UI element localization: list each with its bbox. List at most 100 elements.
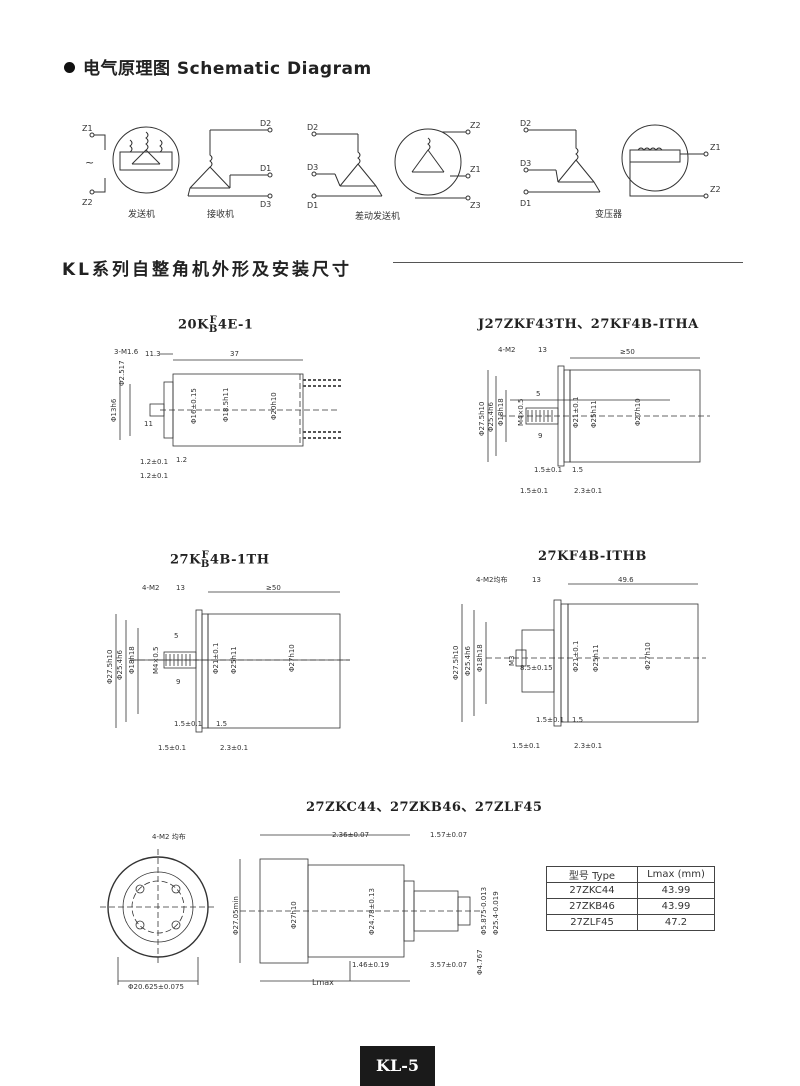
- schematic-caption: 变压器: [595, 208, 622, 220]
- svg-text:Φ27.05min: Φ27.05min: [232, 896, 240, 935]
- svg-text:D3: D3: [260, 200, 271, 209]
- svg-text:Φ25h11: Φ25h11: [590, 400, 598, 428]
- svg-text:Φ25.4h6: Φ25.4h6: [487, 401, 495, 432]
- svg-text:2.3±0.1: 2.3±0.1: [574, 487, 602, 495]
- svg-text:≥50: ≥50: [620, 348, 635, 356]
- schematic-section-title: 电气原理图 Schematic Diagram: [64, 54, 372, 79]
- svg-text:9: 9: [538, 432, 542, 440]
- svg-text:Φ18h18: Φ18h18: [476, 644, 484, 672]
- svg-text:2.3±0.1: 2.3±0.1: [574, 742, 602, 750]
- svg-text:Φ27.5h10: Φ27.5h10: [106, 650, 114, 684]
- drawing-2: 4-M2 13 ≥50 5 9 Φ27.5h10 Φ25.4h6 Φ18h18 …: [478, 346, 710, 495]
- svg-text:M3: M3: [508, 656, 516, 667]
- svg-text:9: 9: [176, 678, 180, 686]
- svg-text:Φ20h10: Φ20h10: [270, 392, 278, 420]
- svg-text:Z1: Z1: [710, 143, 721, 152]
- svg-text:1.46±0.19: 1.46±0.19: [352, 961, 389, 969]
- svg-text:11.3: 11.3: [145, 350, 161, 358]
- svg-text:Φ13h6: Φ13h6: [110, 398, 118, 422]
- svg-text:4-M2: 4-M2: [142, 584, 159, 592]
- svg-text:Φ24.78±0.13: Φ24.78±0.13: [368, 888, 376, 935]
- svg-text:1.5±0.1: 1.5±0.1: [174, 720, 202, 728]
- svg-text:Φ18h18: Φ18h18: [497, 398, 505, 426]
- svg-text:Φ18.5h11: Φ18.5h11: [222, 388, 230, 422]
- svg-text:1.5±0.1: 1.5±0.1: [534, 466, 562, 474]
- svg-text:D2: D2: [520, 119, 531, 128]
- svg-text:Φ25.4h6: Φ25.4h6: [116, 649, 124, 680]
- svg-text:D1: D1: [260, 164, 271, 173]
- table-row: 27ZKB46 43.99: [546, 898, 715, 915]
- svg-text:1.2±0.1: 1.2±0.1: [140, 458, 168, 466]
- svg-text:Φ27h10: Φ27h10: [288, 644, 296, 672]
- svg-text:Φ27.5h10: Φ27.5h10: [452, 646, 460, 680]
- drawing-4: 4-M2均布 13 49.6 Φ27.5h10 Φ25.4h6 Φ18h18 M…: [452, 575, 706, 750]
- drawing-1: 3-M1.6 11.3 37 Φ2.517 Φ13h6 Φ16±0.15 Φ18…: [110, 348, 343, 480]
- svg-text:Φ27h10: Φ27h10: [634, 398, 642, 426]
- transmitter-schematic: Z1 Z2 ~: [82, 124, 180, 207]
- schematic-diagrams: Z1 Z2 ~ D2 D1 D3 D2 D3 D1 Z2 Z1 Z3 D2 D3: [82, 119, 721, 222]
- terminal-label: Z1: [82, 124, 93, 133]
- svg-text:1.5: 1.5: [572, 716, 583, 724]
- terminal-label: Z2: [82, 198, 93, 207]
- ac-symbol: ~: [85, 156, 94, 169]
- svg-text:1.5±0.1: 1.5±0.1: [158, 744, 186, 752]
- lmax-table: 型号 Type Lmax (mm) 27ZKC44 43.99 27ZKB46 …: [546, 866, 715, 931]
- svg-text:Φ21±0.1: Φ21±0.1: [212, 643, 220, 674]
- svg-text:Φ25.4-0.019: Φ25.4-0.019: [492, 891, 500, 935]
- svg-text:Z2: Z2: [710, 185, 721, 194]
- svg-text:Φ21±0.1: Φ21±0.1: [572, 397, 580, 428]
- svg-text:3-M1.6: 3-M1.6: [114, 348, 139, 356]
- drawing-5-title: 27ZKC44、27ZKB46、27ZLF45: [306, 800, 543, 815]
- svg-text:1.5±0.1: 1.5±0.1: [520, 487, 548, 495]
- dimensions-section-title: KL系列自整角机外形及安装尺寸: [62, 260, 353, 280]
- page-label: KL-5: [360, 1046, 435, 1086]
- svg-text:M4×0.5: M4×0.5: [152, 647, 160, 675]
- column-header-lmax: Lmax (mm): [637, 866, 715, 883]
- table-row: 27ZLF45 47.2: [546, 914, 715, 931]
- schematic-caption: 差动发送机: [355, 210, 400, 222]
- column-header-type: 型号 Type: [546, 866, 638, 883]
- svg-text:1.5±0.1: 1.5±0.1: [512, 742, 540, 750]
- drawing-4-title: 27KF4B-ITHB: [538, 549, 647, 564]
- svg-text:Φ4.767: Φ4.767: [476, 949, 484, 975]
- table-header-row: 型号 Type Lmax (mm): [546, 866, 715, 883]
- svg-text:4-M2均布: 4-M2均布: [476, 575, 507, 584]
- svg-text:Φ25h11: Φ25h11: [230, 646, 238, 674]
- svg-text:Φ27.5h10: Φ27.5h10: [478, 402, 486, 436]
- bullet-icon: [64, 62, 75, 73]
- svg-text:Φ18h18: Φ18h18: [128, 646, 136, 674]
- svg-text:13: 13: [532, 576, 541, 584]
- svg-text:3.57±0.07: 3.57±0.07: [430, 961, 467, 969]
- svg-text:1.2: 1.2: [176, 456, 187, 464]
- transformer-schematic: D2 D3 D1 Z1 Z2: [520, 119, 721, 208]
- svg-text:D3: D3: [307, 163, 318, 172]
- svg-text:2.36±0.07: 2.36±0.07: [332, 831, 369, 839]
- svg-text:1.57±0.07: 1.57±0.07: [430, 831, 467, 839]
- svg-text:M4×0.5: M4×0.5: [517, 399, 525, 427]
- schematic-title-text: 电气原理图 Schematic Diagram: [83, 59, 372, 79]
- svg-text:D2: D2: [260, 119, 271, 128]
- svg-text:Z3: Z3: [470, 201, 481, 210]
- svg-text:1.5: 1.5: [216, 720, 227, 728]
- svg-text:D1: D1: [307, 201, 318, 210]
- svg-text:Φ16±0.15: Φ16±0.15: [190, 388, 198, 424]
- svg-text:D2: D2: [307, 123, 318, 132]
- svg-text:Z1: Z1: [470, 165, 481, 174]
- drawing-5-front: 4-M2 均布 Φ20.625±0.075 2.36±0.07 1.57±0.0…: [100, 831, 500, 991]
- svg-text:5: 5: [174, 632, 178, 640]
- svg-text:1.5: 1.5: [572, 466, 583, 474]
- svg-text:4-M2: 4-M2: [498, 346, 515, 354]
- table-row: 27ZKC44 43.99: [546, 882, 715, 899]
- svg-text:8.5±0.15: 8.5±0.15: [520, 664, 553, 672]
- section-divider: [393, 262, 743, 263]
- svg-text:D3: D3: [520, 159, 531, 168]
- svg-text:Φ20.625±0.075: Φ20.625±0.075: [128, 983, 184, 991]
- svg-text:Φ25h11: Φ25h11: [592, 644, 600, 672]
- svg-text:Z2: Z2: [470, 121, 481, 130]
- receiver-schematic: D2 D1 D3: [187, 119, 273, 209]
- svg-text:D1: D1: [520, 199, 531, 208]
- svg-text:2.3±0.1: 2.3±0.1: [220, 744, 248, 752]
- svg-text:Φ2.517: Φ2.517: [118, 360, 126, 386]
